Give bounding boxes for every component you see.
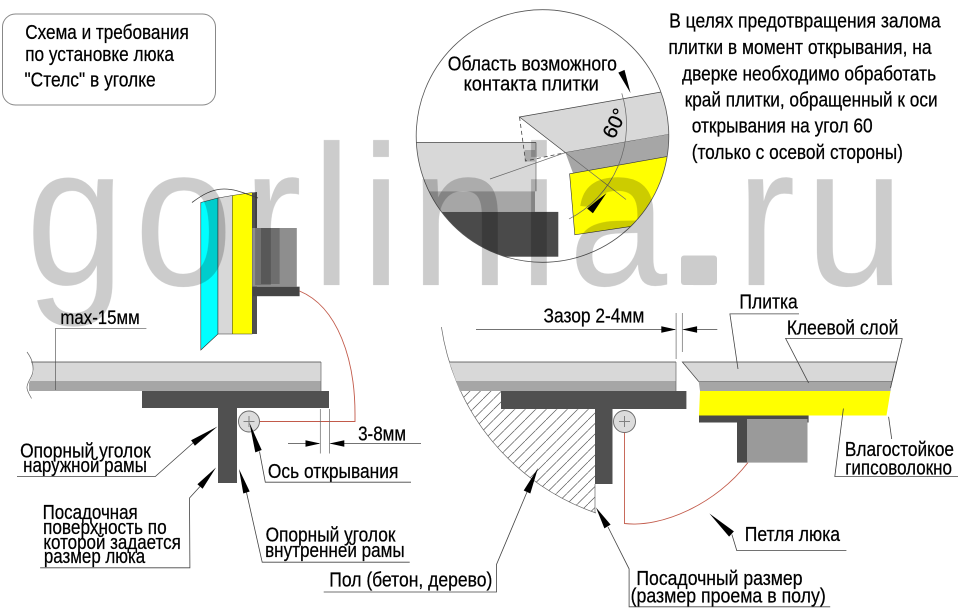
svg-text:Опорный уголок: Опорный уголок [20, 441, 151, 463]
svg-text:размер люка: размер люка [44, 546, 146, 568]
svg-text:поверхность по: поверхность по [43, 517, 167, 539]
svg-text:3-8мм: 3-8мм [358, 424, 406, 446]
svg-text:Плитка: Плитка [739, 292, 798, 314]
svg-text:Петля люка: Петля люка [745, 524, 841, 546]
svg-text:Влагостойкое: Влагостойкое [845, 439, 954, 461]
svg-text:Посадочная: Посадочная [43, 502, 138, 524]
svg-text:Схема и требования: Схема и требования [25, 22, 189, 44]
svg-text:"Стелс" в уголке: "Стелс" в уголке [25, 69, 156, 91]
svg-text:край плитки, обращенный к оси: край плитки, обращенный к оси [685, 89, 938, 111]
svg-text:В целях предотвращения залома: В целях предотвращения залома [669, 10, 941, 32]
svg-text:которой задается: которой задается [43, 532, 180, 554]
svg-text:Клеевой слой: Клеевой слой [787, 317, 898, 339]
svg-text:контакта плитки: контакта плитки [464, 74, 599, 96]
svg-text:наружной рамы: наружной рамы [23, 455, 147, 477]
svg-text:открывания на угол 60: открывания на угол 60 [692, 116, 873, 138]
svg-text:по установке люка: по установке люка [25, 44, 175, 66]
svg-text:Опорный уголок: Опорный уголок [266, 525, 396, 547]
svg-text:плитки в момент открывания, на: плитки в момент открывания, на [668, 37, 932, 59]
svg-text:Посадочный размер: Посадочный размер [636, 568, 802, 590]
svg-text:(размер проема в полу): (размер проема в полу) [631, 585, 826, 607]
svg-text:Зазор 2-4мм: Зазор 2-4мм [544, 306, 645, 328]
svg-text:max-15мм: max-15мм [60, 308, 139, 329]
svg-text:gorlinia.ru: gorlinia.ru [26, 105, 914, 328]
svg-text:Пол (бетон, дерево): Пол (бетон, дерево) [329, 569, 492, 591]
svg-text:внутренней рамы: внутренней рамы [265, 540, 405, 562]
svg-text:(только с осевой стороны): (только с осевой стороны) [692, 142, 903, 164]
svg-text:гипсоволокно: гипсоволокно [845, 458, 952, 480]
svg-text:дверке необходимо обработать: дверке необходимо обработать [682, 63, 936, 85]
svg-text:Область возможного: Область возможного [448, 53, 617, 75]
svg-text:Ось открывания: Ось открывания [268, 461, 399, 483]
